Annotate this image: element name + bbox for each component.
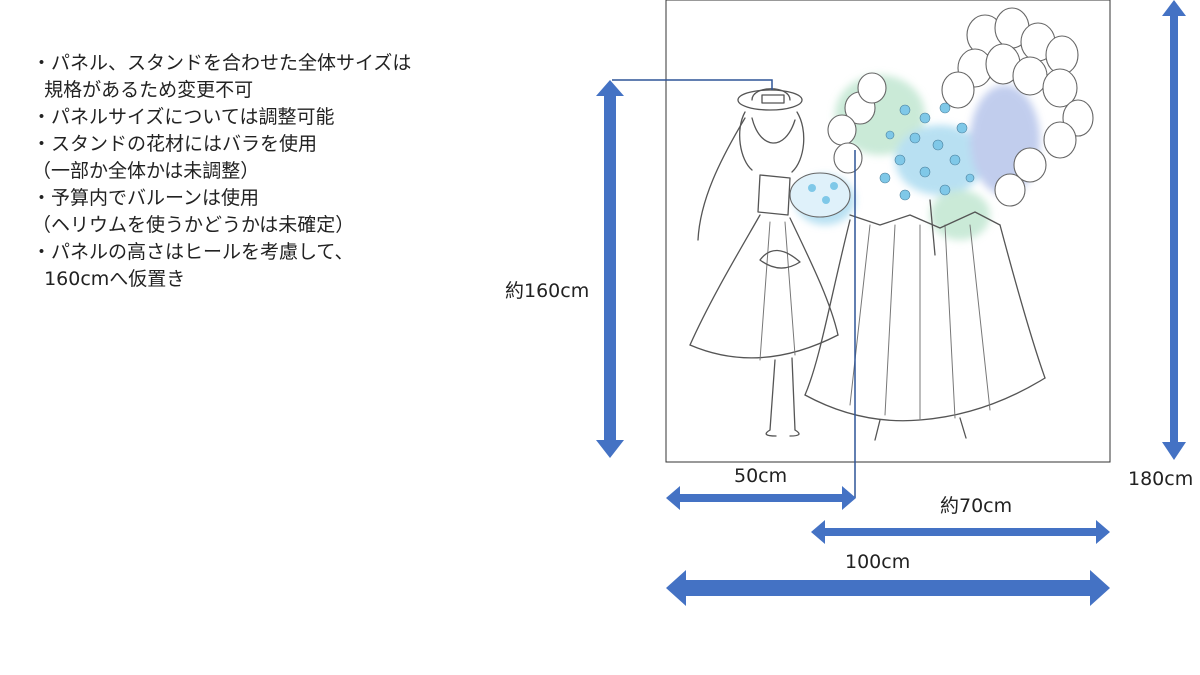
note-line: （一部か全体かは未調整）	[32, 160, 260, 182]
requirements-notes: ・パネル、スタンドを合わせた全体サイズは 規格があるため変更不可 ・パネルサイズ…	[32, 50, 411, 293]
stand-width-label: 約70cm	[940, 495, 1012, 517]
panel-height-arrow	[596, 80, 624, 458]
flower-stand-icon	[879, 102, 975, 201]
panel-width-arrow	[666, 486, 856, 510]
total-width-label: 100cm	[845, 551, 910, 573]
note-line: ・パネルの高さはヒールを考慮して、	[32, 241, 354, 263]
note-line: （ヘリウムを使うかどうかは未確定）	[32, 214, 355, 236]
note-line: 規格があるため変更不可	[32, 79, 254, 101]
note-line: ・予算内でバルーンは使用	[32, 187, 260, 209]
note-line: ・スタンドの花材にはバラを使用	[32, 133, 318, 155]
panel-height-label: 約160cm	[505, 280, 589, 302]
stand-width-arrow	[811, 520, 1110, 544]
total-height-label: 180cm	[1128, 468, 1193, 490]
panel-width-label: 50cm	[734, 465, 787, 487]
note-line: ・パネル、スタンドを合わせた全体サイズは	[32, 52, 412, 74]
note-line: 160cmへ仮置き	[32, 268, 186, 290]
illustration	[689, 7, 1094, 441]
total-height-arrow	[1162, 0, 1186, 460]
note-line: ・パネルサイズについては調整可能	[32, 106, 335, 128]
character-sketch-icon	[689, 88, 851, 437]
total-width-arrow	[666, 570, 1110, 606]
balloon-cluster-icon	[827, 7, 1094, 207]
connector-line	[612, 79, 773, 90]
